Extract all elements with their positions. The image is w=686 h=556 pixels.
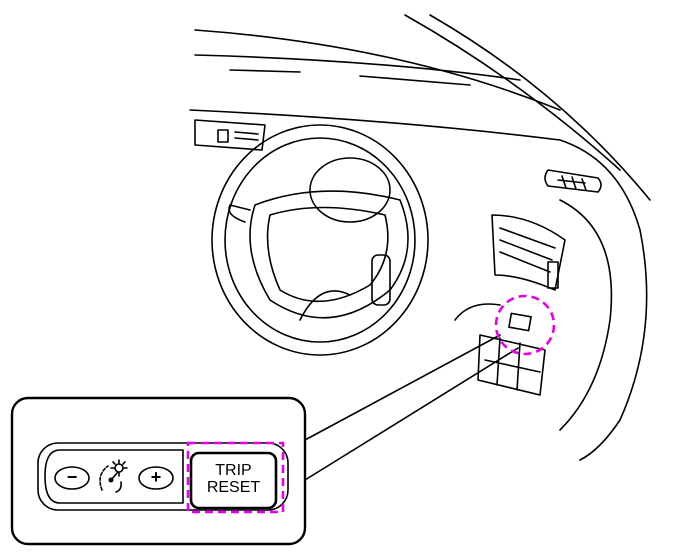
minus-button[interactable]: −: [66, 467, 78, 487]
plus-button[interactable]: +: [150, 467, 162, 487]
trip-reset-label-line2: RESET: [206, 479, 261, 496]
lower-switches: [454, 303, 546, 396]
plus-button-outline: [138, 466, 174, 490]
trip-reset-highlight: [186, 441, 285, 514]
left-air-vent: [194, 119, 266, 151]
steering-wheel: [211, 124, 429, 356]
callout-box: [10, 396, 307, 546]
trip-reset-button[interactable]: TRIP RESET: [193, 462, 274, 496]
callout-leader: [304, 334, 519, 481]
minus-button-outline: [54, 466, 90, 490]
switch-location-highlight: [494, 294, 556, 356]
center-air-vent: [491, 214, 566, 291]
right-upper-vent: [544, 169, 602, 193]
illumination-speedometer-icon: [99, 459, 128, 493]
trip-reset-label-line1: TRIP: [215, 462, 252, 479]
windshield-lines: [189, 14, 651, 461]
